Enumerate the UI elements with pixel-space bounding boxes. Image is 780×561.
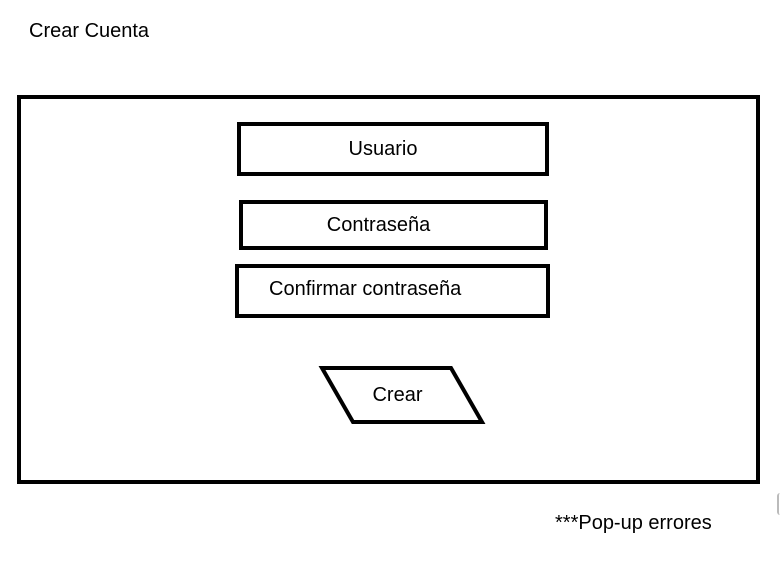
password-field-label: Contraseña (326, 214, 431, 236)
password-field[interactable]: Contraseña (239, 200, 548, 250)
confirm-password-field-label: Confirmar contraseña (269, 278, 462, 300)
edge-mark (777, 493, 780, 515)
create-button-label: Crear (372, 383, 423, 406)
create-button[interactable]: Crear (318, 365, 486, 425)
confirm-password-field[interactable]: Confirmar contraseña (235, 264, 550, 318)
account-form-frame (17, 95, 760, 484)
username-field[interactable]: Usuario (237, 122, 549, 176)
create-button-shape (318, 366, 486, 424)
popup-errors-note: ***Pop-up errores (555, 512, 712, 534)
page-title: Crear Cuenta (29, 20, 150, 42)
username-field-label: Usuario (348, 138, 418, 160)
